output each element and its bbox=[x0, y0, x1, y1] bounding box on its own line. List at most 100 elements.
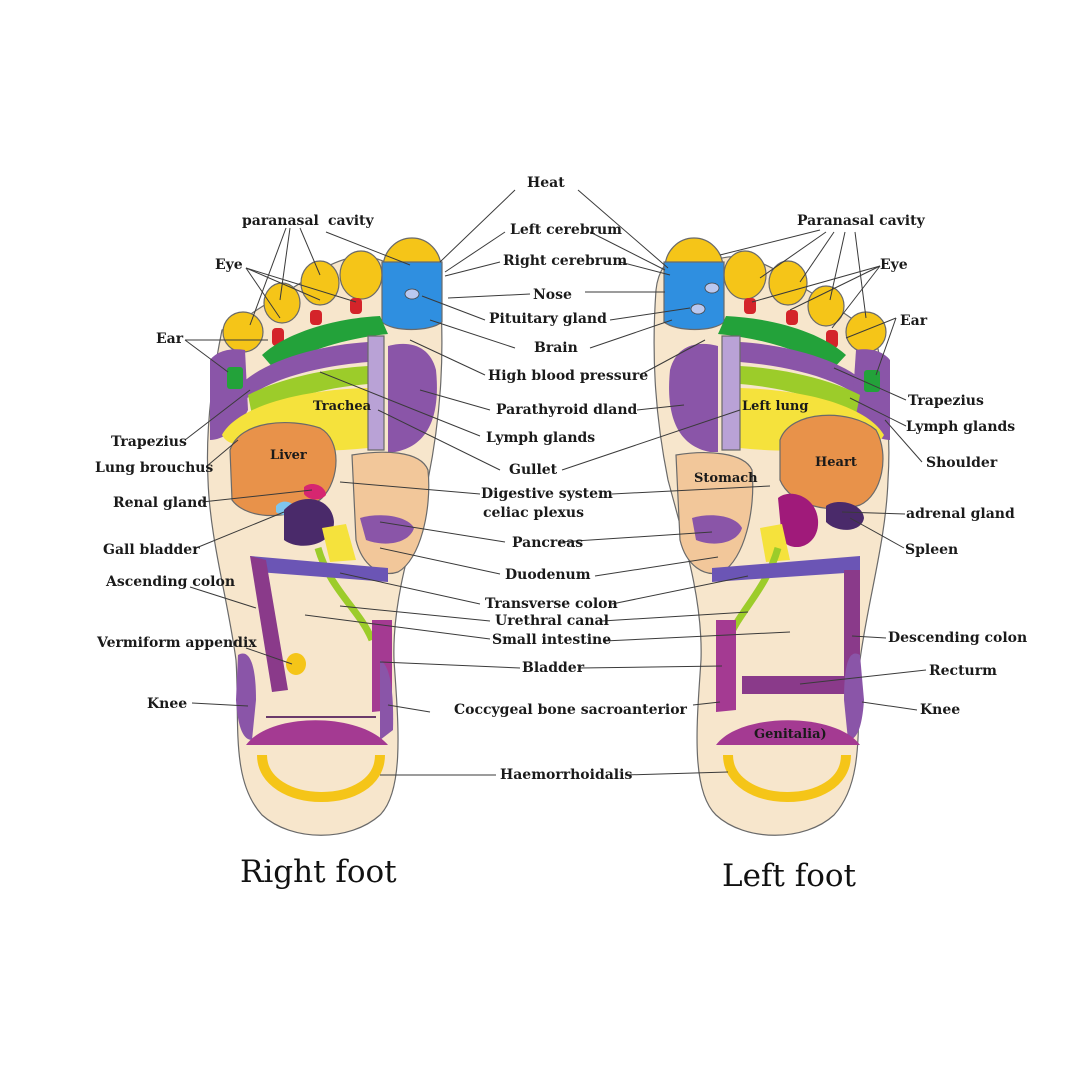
label-heat: Heat bbox=[527, 175, 565, 191]
label-transverse-colon: Transverse colon bbox=[485, 596, 618, 612]
right-knee-zone-inner bbox=[380, 660, 394, 740]
right-red-spot-2 bbox=[310, 310, 322, 325]
label-left-spleen: Spleen bbox=[905, 542, 958, 558]
left-nose-dot bbox=[704, 282, 720, 294]
left-toe-4 bbox=[807, 285, 845, 327]
label-pancreas: Pancreas bbox=[512, 535, 583, 551]
label-right-cavity: cavity bbox=[328, 213, 375, 229]
right-toe-3 bbox=[300, 260, 340, 306]
label-left-descending-colon: Descending colon bbox=[888, 630, 1027, 646]
left-stomach-label: Stomach bbox=[694, 471, 758, 486]
label-high-blood-pressure: High blood pressure bbox=[488, 368, 648, 384]
label-left-ear: Ear bbox=[900, 313, 928, 329]
leader-lines bbox=[184, 189, 927, 776]
left-gullet-strip bbox=[721, 335, 741, 451]
left-inner-purple bbox=[669, 343, 718, 452]
left-stomach-zone bbox=[675, 452, 754, 574]
label-nose: Nose bbox=[533, 287, 572, 303]
right-trachea-label: Trachea bbox=[313, 399, 372, 414]
label-small-intestine: Small intestine bbox=[492, 632, 611, 648]
label-right-lung-brouchus: Lung brouchus bbox=[95, 460, 213, 476]
left-lung-label: Left lung bbox=[742, 399, 808, 414]
label-right-knee: Knee bbox=[147, 696, 187, 712]
left-pituitary-dot bbox=[690, 303, 706, 315]
label-left-paranasal-cavity: Paranasal cavity bbox=[797, 213, 926, 229]
left-pancreas bbox=[692, 515, 742, 544]
caption-right-foot: Right foot bbox=[240, 854, 397, 890]
label-right-gall-bladder: Gall bladder bbox=[103, 542, 200, 558]
right-ear-square bbox=[227, 367, 243, 389]
right-gullet-strip bbox=[367, 335, 385, 451]
label-right-ear: Ear bbox=[156, 331, 184, 347]
right-foot: Trachea Liver bbox=[206, 237, 443, 836]
right-foot-labels: paranasal cavity Eye Ear Trapezius Lung … bbox=[95, 213, 375, 712]
label-left-knee: Knee bbox=[920, 702, 960, 718]
right-renal-gland bbox=[304, 483, 326, 500]
label-urethral-canal: Urethral canal bbox=[495, 613, 609, 629]
left-yellow-small bbox=[760, 524, 790, 562]
caption-left-foot: Left foot bbox=[722, 858, 857, 894]
label-gullet: Gullet bbox=[509, 462, 558, 478]
right-inner-purple bbox=[388, 343, 437, 452]
label-left-adrenal-gland: adrenal gland bbox=[906, 506, 1015, 522]
label-duodenum: Duodenum bbox=[505, 567, 591, 583]
right-genital-zone bbox=[246, 720, 388, 745]
label-right-paranasal: paranasal bbox=[242, 213, 319, 229]
right-toe-2 bbox=[339, 250, 383, 300]
right-heel-dark-line bbox=[266, 716, 376, 718]
left-kidney bbox=[778, 493, 819, 548]
label-right-vermiform: Vermiform appendix bbox=[96, 635, 257, 651]
right-digestive-zone bbox=[351, 451, 430, 574]
left-toe-2 bbox=[723, 250, 767, 300]
label-lymph-glands-center: Lymph glands bbox=[486, 430, 595, 446]
left-rectum bbox=[742, 676, 848, 694]
label-left-shoulder: Shoulder bbox=[926, 455, 998, 471]
left-foot-labels: Paranasal cavity Eye Ear Trapezius Lymph… bbox=[797, 213, 1027, 718]
left-ascending-segment bbox=[716, 620, 736, 712]
left-knee-zone bbox=[844, 653, 864, 740]
label-celiac-plexus: celiac plexus bbox=[483, 505, 584, 521]
label-right-ascending-colon: Ascending colon bbox=[105, 574, 235, 590]
label-right-eye: Eye bbox=[215, 257, 243, 273]
right-red-spot-1 bbox=[350, 298, 362, 314]
label-right-renal-gland: Renal gland bbox=[113, 495, 207, 511]
right-yellow-small bbox=[322, 524, 356, 562]
label-left-recturm: Recturm bbox=[929, 663, 997, 679]
left-genitalia-label: Genitalia) bbox=[754, 727, 827, 742]
right-urethral-canal bbox=[314, 547, 376, 642]
right-trapezius-band bbox=[240, 342, 368, 400]
left-adrenal bbox=[826, 502, 864, 530]
center-labels: Heat Left cerebrum Right cerebrum Nose P… bbox=[454, 175, 688, 783]
label-parathyroid: Parathyroid dland bbox=[496, 402, 638, 418]
left-heart-label: Heart bbox=[815, 455, 857, 470]
label-brain: Brain bbox=[534, 340, 578, 356]
right-haemorrhoid bbox=[257, 754, 385, 802]
left-toe-3 bbox=[768, 260, 808, 306]
right-knee-zone bbox=[236, 653, 256, 740]
right-kidney bbox=[284, 498, 334, 546]
label-pituitary-gland: Pituitary gland bbox=[489, 311, 607, 327]
right-pituitary-dot bbox=[404, 288, 420, 300]
label-left-trapezius: Trapezius bbox=[908, 393, 984, 409]
label-bladder: Bladder bbox=[522, 660, 585, 676]
left-brain-zone bbox=[663, 261, 725, 331]
label-haemorrhoidalis: Haemorrhoidalis bbox=[500, 767, 632, 783]
left-genital-zone bbox=[716, 720, 860, 745]
left-ear-square bbox=[864, 370, 880, 392]
label-right-trapezius: Trapezius bbox=[111, 434, 187, 450]
left-trapezius-band bbox=[740, 342, 868, 400]
right-appendix bbox=[286, 653, 306, 675]
left-transverse-colon bbox=[712, 556, 860, 582]
label-coccygeal: Coccygeal bone sacroanterior bbox=[454, 702, 688, 718]
left-red-spot-1 bbox=[744, 298, 756, 314]
right-ascending-colon bbox=[250, 556, 288, 692]
left-haemorrhoid bbox=[723, 754, 851, 802]
right-toe-5 bbox=[222, 311, 264, 353]
right-pancreas bbox=[360, 515, 414, 544]
label-left-eye: Eye bbox=[880, 257, 908, 273]
right-red-spot-3 bbox=[272, 328, 284, 346]
label-left-cerebrum: Left cerebrum bbox=[510, 222, 622, 238]
left-foot: Left lung Heart Stomach Genitalia) bbox=[653, 237, 890, 836]
right-liver-label: Liver bbox=[270, 448, 307, 463]
